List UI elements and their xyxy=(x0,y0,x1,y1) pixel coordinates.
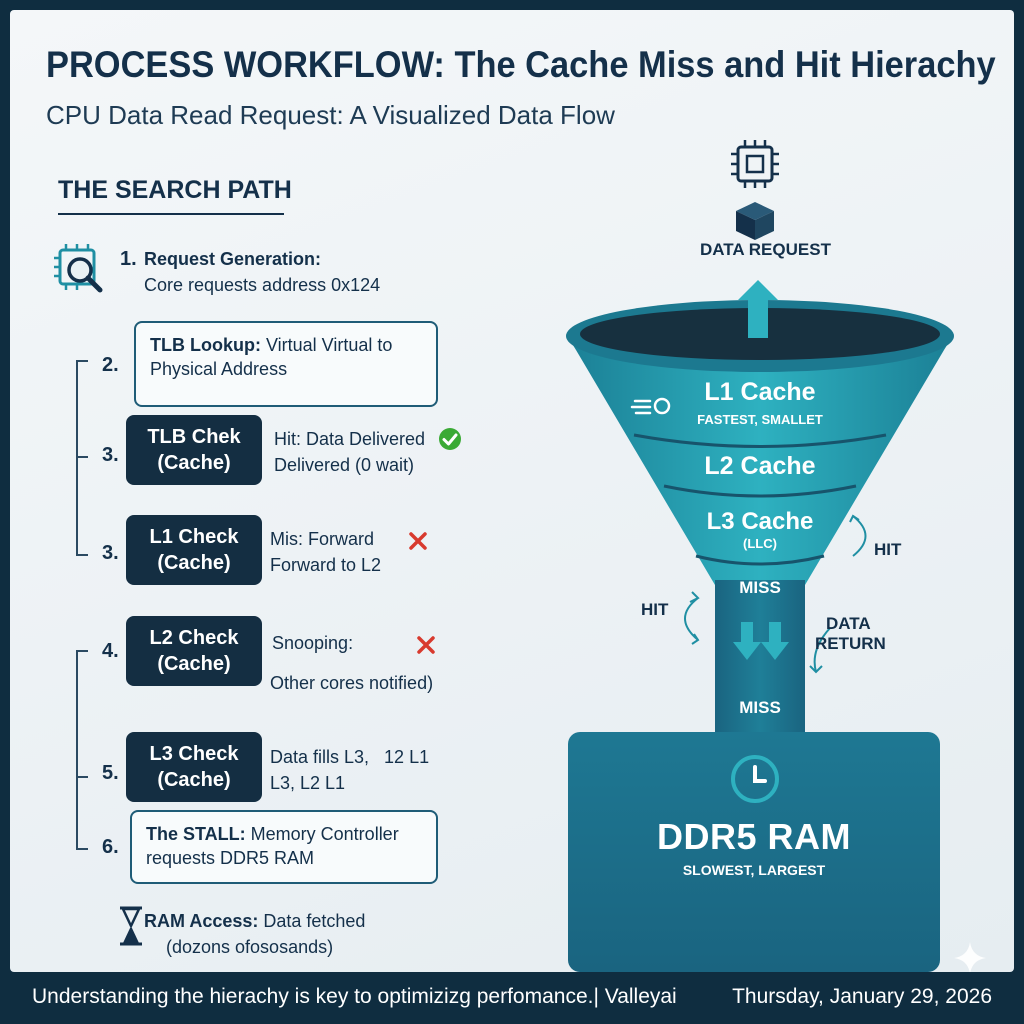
footer-bar: Understanding the hierachy is key to opt… xyxy=(0,972,1024,1024)
ram-block xyxy=(568,732,940,972)
band-line-l2-l3 xyxy=(663,484,857,498)
l2-check-label-2: (Cache) xyxy=(157,653,231,675)
l2-check-desc-1: Snooping: xyxy=(272,633,354,653)
step-4-number: 4. xyxy=(102,640,119,662)
miss-label-bottom: MISS xyxy=(739,698,781,717)
clock-icon xyxy=(731,755,779,803)
cache-funnel-diagram xyxy=(566,140,986,972)
l3-cache-sub: (LLC) xyxy=(743,536,777,551)
tlb-check-label-1: TLB Chek xyxy=(147,426,241,448)
l1-cache-sub: FASTEST, SMALLET xyxy=(697,412,823,427)
bracket-upper-tick-mid xyxy=(76,456,88,458)
ram-sub: SLOWEST, LARGEST xyxy=(682,862,826,878)
ram-access-line-1: RAM Access: Data fetched xyxy=(144,908,365,934)
l3-check-desc-2: L3, L2 L1 xyxy=(270,773,346,793)
ram-access-desc-2: (dozons ofososands) xyxy=(166,937,334,957)
check-icon xyxy=(439,428,461,450)
l1-check-desc-2: Forward to L2 xyxy=(270,555,382,575)
hourglass-icon xyxy=(120,906,142,946)
l3-check-box: L3 Check (Cache) xyxy=(126,732,262,802)
data-request-label: DATA REQUEST xyxy=(700,240,831,259)
miss-x-icon-l1 xyxy=(409,532,427,550)
step-1-desc: Core requests address 0x124 xyxy=(144,275,381,295)
step-5-number: 5. xyxy=(102,762,119,784)
l1-check-box: L1 Check (Cache) xyxy=(126,515,262,585)
tlb-lookup-box: TLB Lookup: Virtual Virtual to Physical … xyxy=(134,321,438,407)
l3-check-desc-1: Data fills L3, 12 L1 xyxy=(270,747,430,767)
band-line-l3-miss xyxy=(695,554,825,566)
data-return-label-2: RETURN xyxy=(815,634,886,653)
miss-down-arrows xyxy=(733,622,789,660)
speed-icon xyxy=(630,397,671,415)
cpu-magnifier-icon xyxy=(54,244,103,293)
stall-desc-1: Memory Controller xyxy=(245,824,399,844)
tlb-check-box: TLB Chek (Cache) xyxy=(126,415,262,485)
tlb-check-desc-1: Hit: Data Delivered xyxy=(274,429,426,449)
tlb-check-desc-2: Delivered (0 wait) xyxy=(274,455,415,475)
step-6-number: 6. xyxy=(102,836,119,858)
band-line-l1-l2 xyxy=(633,433,887,448)
step-1-title: Request Generation: xyxy=(144,249,322,269)
l3-check-label-1: L3 Check xyxy=(149,743,239,765)
step-3a-number: 3. xyxy=(102,444,119,466)
page-title: PROCESS WORKFLOW: The Cache Miss and Hit… xyxy=(46,44,996,85)
l3-cache-label: L3 Cache xyxy=(706,508,814,535)
tlb-lookup-desc-2: Physical Address xyxy=(150,359,288,379)
l2-check-desc-2: Other cores notified) xyxy=(270,673,434,693)
bracket-lower-tick-bottom xyxy=(76,848,88,850)
tlb-lookup-desc-1: Virtual Virtual to xyxy=(260,335,393,355)
funnel-neck xyxy=(715,580,805,756)
tlb-check-label-2: (Cache) xyxy=(157,452,231,474)
page-subtitle: CPU Data Read Request: A Visualized Data… xyxy=(46,100,615,130)
stall-desc-2: requests DDR5 RAM xyxy=(146,848,315,868)
cpu-chip-icon xyxy=(731,140,779,188)
l2-check-box: L2 Check (Cache) xyxy=(126,616,262,686)
ram-name: DDR5 RAM xyxy=(656,816,851,857)
data-request-arrow xyxy=(738,280,778,338)
tlb-lookup-title: TLB Lookup: xyxy=(150,335,261,355)
hit-label-right: HIT xyxy=(874,540,902,559)
footer-date: Thursday, January 29, 2026 xyxy=(732,985,992,1008)
bracket-lower-tick-mid xyxy=(76,776,88,778)
l1-check-desc-1: Mis: Forward xyxy=(270,529,375,549)
l1-cache-label: L1 Cache xyxy=(704,378,816,406)
infographic-panel: PROCESS WORKFLOW: The Cache Miss and Hit… xyxy=(10,10,1014,972)
hit-curve-arrow-right xyxy=(849,514,867,557)
bracket-lower-tick-top xyxy=(76,650,88,652)
data-return-label-1: DATA xyxy=(826,614,871,633)
stall-title: The STALL: xyxy=(146,824,246,844)
ram-access-title: RAM Access: xyxy=(144,911,259,931)
bracket-upper xyxy=(76,360,78,556)
step-2-number: 2. xyxy=(102,354,119,376)
ram-access-desc-1: Data fetched xyxy=(258,911,366,931)
sparkle-icon xyxy=(954,942,986,972)
l2-cache-label: L2 Cache xyxy=(704,452,816,480)
miss-label-top: MISS xyxy=(739,578,781,597)
bracket-upper-tick-bottom xyxy=(76,554,88,556)
hit-label-left: HIT xyxy=(641,600,669,619)
step-1-number: 1. xyxy=(120,248,137,270)
l2-check-label-1: L2 Check xyxy=(149,627,239,649)
step-3b-number: 3. xyxy=(102,542,119,564)
hit-curve-arrow-left xyxy=(684,591,700,645)
stall-box: The STALL: Memory Controller requests DD… xyxy=(130,810,438,884)
data-return-arrow xyxy=(809,627,831,674)
l1-check-label-2: (Cache) xyxy=(157,552,231,574)
bracket-upper-tick-top xyxy=(76,360,88,362)
l1-check-label-1: L1 Check xyxy=(149,526,239,548)
data-cube-icon xyxy=(736,202,774,240)
bracket-lower xyxy=(76,650,78,850)
miss-x-icon-l2 xyxy=(417,636,435,654)
l3-check-label-2: (Cache) xyxy=(157,769,231,791)
section-heading-search-path: THE SEARCH PATH xyxy=(58,176,292,215)
footer-text: Understanding the hierachy is key to opt… xyxy=(32,985,677,1008)
